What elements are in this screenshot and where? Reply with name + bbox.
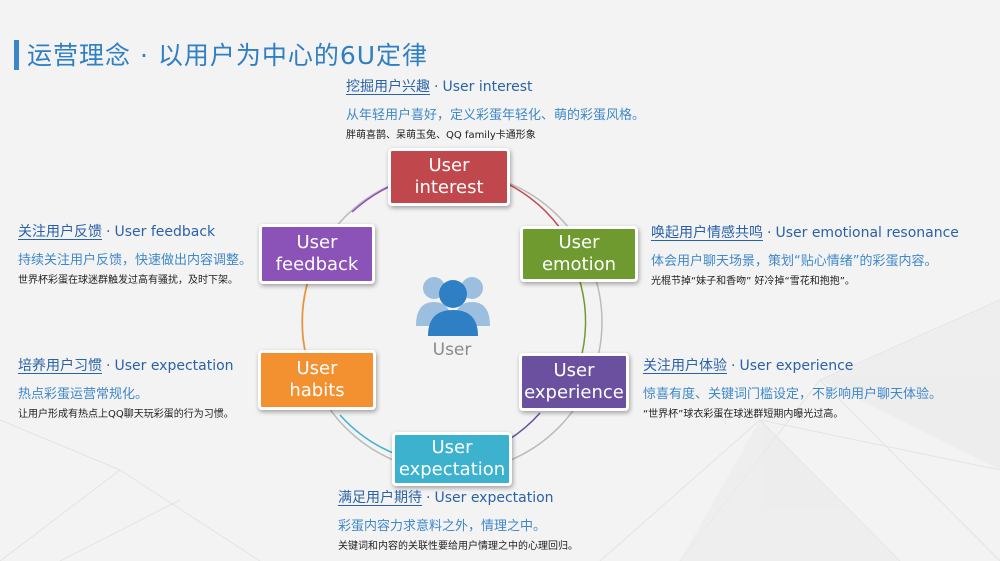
block-heading-separator: · [426,490,431,506]
node-label-line2: expectation [398,459,506,480]
title-accent-bar [14,40,19,70]
center-user-label: User [432,340,472,360]
block-user-feedback: 关注用户反馈·User feedback 持续关注用户反馈，快速做出内容调整。 … [18,221,252,286]
block-heading-zh: 挖掘用户兴趣 [346,79,430,95]
block-heading-en: User expectation [434,490,554,506]
block-description: 惊喜有度、关键词门槛设定，不影响用户聊天体验。 [643,387,943,402]
block-description: 体会用户聊天场景，策划“贴心情绪”的彩蛋内容。 [651,254,938,269]
block-description: 从年轻用户喜好，定义彩蛋年轻化、萌的彩蛋风格。 [346,108,646,123]
block-heading-zh: 培养用户习惯 [18,358,102,374]
block-user-interest: 挖掘用户兴趣·User interest 从年轻用户喜好，定义彩蛋年轻化、萌的彩… [346,76,645,141]
node-label-line1: User [296,232,338,253]
block-example: 关键词和内容的关联性要给用户情理之中的心理回归。 [338,541,578,552]
block-user-habits: 培养用户习惯·User expectation 热点彩蛋运营常规化。 让用户形成… [18,355,234,420]
node-user-expectation: User expectation [392,432,512,486]
node-label-line2: experience [524,382,624,403]
users-group-icon [416,277,490,336]
node-label-line2: emotion [541,254,617,275]
block-heading-separator: · [106,358,111,374]
node-user-interest: User interest [388,148,510,206]
block-heading-zh: 关注用户反馈 [18,224,102,240]
block-user-experience: 关注用户体验·User experience 惊喜有度、关键词门槛设定，不影响用… [643,355,942,420]
page-title: 运营理念 · 以用户为中心的6U定律 [27,41,429,70]
block-description: 持续关注用户反馈，快速做出内容调整。 [18,253,253,268]
node-label-line1: User [431,437,473,458]
block-heading-en: User experience [739,358,854,374]
node-label-line2: interest [414,177,484,198]
block-heading-zh: 唤起用户情感共鸣 [651,225,763,241]
block-example: 世界杯彩蛋在球迷群触发过高有骚扰，及时下架。 [18,275,238,286]
block-example: 光棍节掉“妹子和香吻” 好冷掉“雪花和抱抱”。 [651,276,855,287]
block-heading-separator: · [106,224,111,240]
node-label-line1: User [428,155,470,176]
node-label-line2: habits [289,380,345,401]
node-user-habits: User habits [258,350,376,410]
node-label-line2: feedback [275,254,359,275]
block-user-emotion: 唤起用户情感共鸣·User emotional resonance 体会用户聊天… [651,222,959,287]
block-heading-separator: · [731,358,736,374]
block-heading-zh: 满足用户期待 [338,490,422,506]
block-example: 胖萌喜鹊、呆萌玉兔、QQ family卡通形象 [346,130,536,141]
node-label-line1: User [558,232,600,253]
block-heading-separator: · [434,79,439,95]
block-heading-en: User interest [442,79,533,95]
block-example: “世界杯”球衣彩蛋在球迷群短期内曝光过高。 [643,409,844,420]
node-label-line1: User [553,360,595,381]
block-heading-en: User emotional resonance [775,225,959,241]
block-description: 彩蛋内容力求意料之外，情理之中。 [338,519,547,534]
block-description: 热点彩蛋运营常规化。 [18,387,149,402]
node-user-feedback: User feedback [259,224,375,284]
node-label-line1: User [296,358,338,379]
block-heading-en: User expectation [114,358,234,374]
block-example: 让用户形成有热点上QQ聊天玩彩蛋的行为习惯。 [18,409,234,420]
block-heading-en: User feedback [114,224,216,240]
block-heading-zh: 关注用户体验 [643,358,727,374]
block-heading-separator: · [767,225,772,241]
node-user-emotion: User emotion [520,226,638,282]
node-user-experience: User experience [519,353,629,411]
block-user-expectation: 满足用户期待·User expectation 彩蛋内容力求意料之外，情理之中。… [338,487,578,552]
